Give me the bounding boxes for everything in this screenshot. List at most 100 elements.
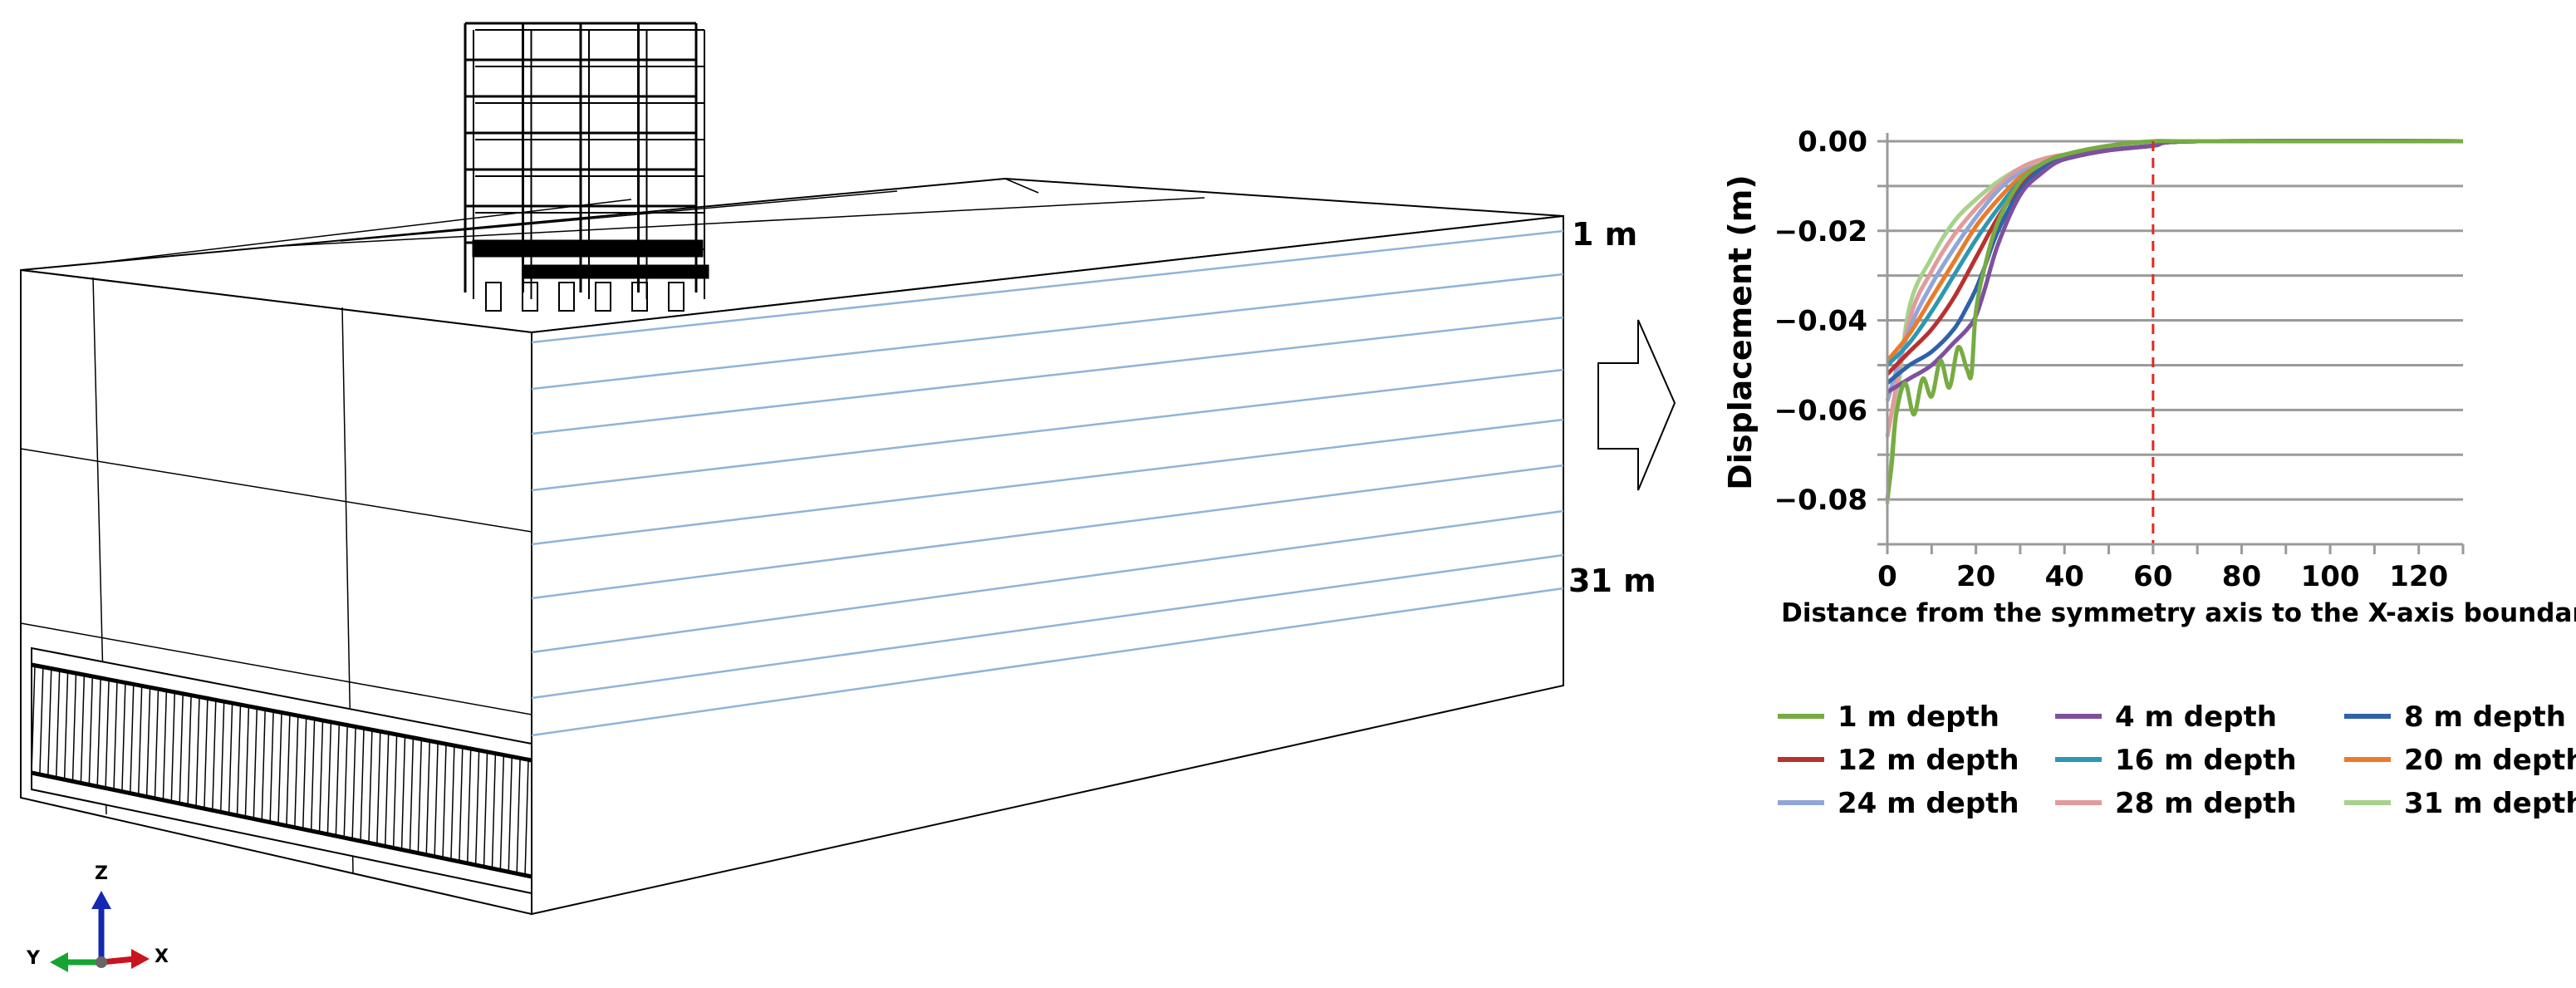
mesh-band-line bbox=[409, 738, 415, 853]
mesh-band-line bbox=[368, 730, 373, 844]
building-footing bbox=[558, 282, 575, 312]
legend-label: 16 m depth bbox=[2115, 744, 2297, 777]
mesh-band-line bbox=[450, 745, 455, 862]
x-axis-label: Distance from the symmetry axis to the X… bbox=[1781, 598, 2576, 628]
x-tick-label: 20 bbox=[1956, 560, 1995, 593]
mesh-band-line bbox=[459, 747, 464, 863]
x-arrow-icon bbox=[131, 949, 150, 969]
chart-axes bbox=[1877, 133, 2465, 554]
soil-right-face bbox=[531, 214, 1564, 916]
x-tick-label: 40 bbox=[2045, 560, 2084, 593]
legend-label: 24 m depth bbox=[1838, 787, 2019, 820]
mesh-band-line bbox=[483, 752, 488, 868]
finite-element-model: 1 m 31 m Z Y X bbox=[20, 22, 1656, 972]
building-footing bbox=[522, 282, 538, 312]
mesh-band-line bbox=[417, 740, 423, 854]
mesh-band-line bbox=[179, 693, 184, 804]
mesh-band-line bbox=[318, 720, 324, 833]
mesh-band-line bbox=[425, 740, 430, 857]
mesh-band-line bbox=[80, 674, 86, 784]
mesh-band-line bbox=[228, 702, 233, 815]
mesh-band-line bbox=[326, 721, 332, 836]
mesh-band-line bbox=[39, 666, 44, 775]
transition-arrow-icon bbox=[1597, 319, 1676, 491]
mesh-band-line bbox=[400, 736, 406, 851]
y-tick-label: −0.08 bbox=[1774, 484, 1867, 517]
depth-label-top: 1 m bbox=[1572, 216, 1637, 253]
mesh-band-line bbox=[253, 707, 258, 820]
building-footing bbox=[485, 282, 502, 312]
building-foundation-beam bbox=[522, 264, 709, 279]
mesh-band-line bbox=[212, 700, 217, 811]
x-tick-label: 120 bbox=[2389, 560, 2448, 593]
chart-series bbox=[1885, 139, 2464, 504]
y-axis-label: Displacement (m) bbox=[1722, 174, 1759, 490]
mesh-band-line bbox=[105, 679, 110, 789]
mesh-band-line bbox=[434, 742, 439, 858]
axis-x-label: X bbox=[155, 946, 169, 967]
mesh-band-line bbox=[302, 717, 307, 830]
mesh-band-line bbox=[351, 726, 356, 841]
mesh-band-line bbox=[335, 723, 341, 838]
legend-label: 12 m depth bbox=[1838, 744, 2019, 777]
building-footing bbox=[595, 282, 611, 312]
mesh-band-line bbox=[244, 705, 250, 818]
mesh-band-line bbox=[261, 709, 266, 822]
y-tick-label: −0.02 bbox=[1774, 215, 1867, 248]
y-tick-label: −0.06 bbox=[1774, 394, 1867, 427]
mesh-band-line bbox=[236, 704, 242, 817]
mesh-band-line bbox=[162, 690, 168, 801]
mesh-band-line bbox=[392, 735, 398, 849]
x-tick-label: 80 bbox=[2222, 560, 2261, 593]
mesh-band-line bbox=[269, 710, 274, 823]
building-footing bbox=[668, 282, 684, 312]
mesh-band-line bbox=[113, 681, 118, 790]
x-tick-label: 0 bbox=[1877, 560, 1897, 593]
mesh-band-line bbox=[384, 733, 390, 848]
mesh-band-line bbox=[187, 695, 192, 806]
mesh-band-line bbox=[55, 669, 61, 779]
mesh-band-line bbox=[137, 685, 143, 796]
x-tick-label: 60 bbox=[2133, 560, 2172, 593]
building-frame bbox=[464, 22, 709, 312]
mesh-band-line bbox=[170, 691, 176, 803]
mesh-band-line bbox=[31, 664, 36, 774]
y-tick-label: 0.00 bbox=[1798, 125, 1867, 159]
z-arrow-icon bbox=[91, 891, 111, 909]
mesh-band-line bbox=[195, 696, 200, 808]
dense-mesh-band bbox=[31, 646, 532, 895]
mesh-band-line bbox=[71, 672, 77, 782]
mesh-band-line bbox=[154, 688, 159, 799]
mesh-band-line bbox=[442, 744, 447, 860]
mesh-band-line bbox=[145, 686, 151, 798]
soil-layer-lines bbox=[531, 229, 1564, 737]
legend-label: 20 m depth bbox=[2404, 744, 2576, 777]
axis-z-label: Z bbox=[95, 863, 108, 884]
mesh-band-line bbox=[516, 759, 521, 875]
building-footing bbox=[631, 282, 648, 312]
mesh-band-line bbox=[204, 698, 209, 809]
mesh-band-line bbox=[376, 731, 381, 846]
axis-y-label: Y bbox=[26, 948, 41, 969]
mesh-band-line bbox=[499, 755, 505, 872]
series-line bbox=[1885, 139, 2463, 500]
mesh-band-line bbox=[294, 715, 299, 828]
mesh-band-line bbox=[310, 719, 316, 832]
legend-label: 31 m depth bbox=[2404, 787, 2576, 820]
mesh-band-line bbox=[491, 754, 497, 870]
mesh-band-line bbox=[474, 750, 480, 867]
mesh-band-line bbox=[360, 728, 365, 843]
mesh-band-line bbox=[63, 671, 69, 780]
mesh-band-line bbox=[47, 667, 52, 777]
mesh-band-line bbox=[508, 757, 513, 873]
mesh-band-line bbox=[121, 682, 126, 792]
y-arrow-icon bbox=[50, 952, 68, 972]
mesh-band-line bbox=[88, 676, 94, 785]
mesh-band-line bbox=[286, 714, 291, 827]
legend-label: 28 m depth bbox=[2115, 787, 2297, 820]
soil-block bbox=[20, 177, 1564, 916]
mesh-band-line bbox=[130, 683, 135, 794]
